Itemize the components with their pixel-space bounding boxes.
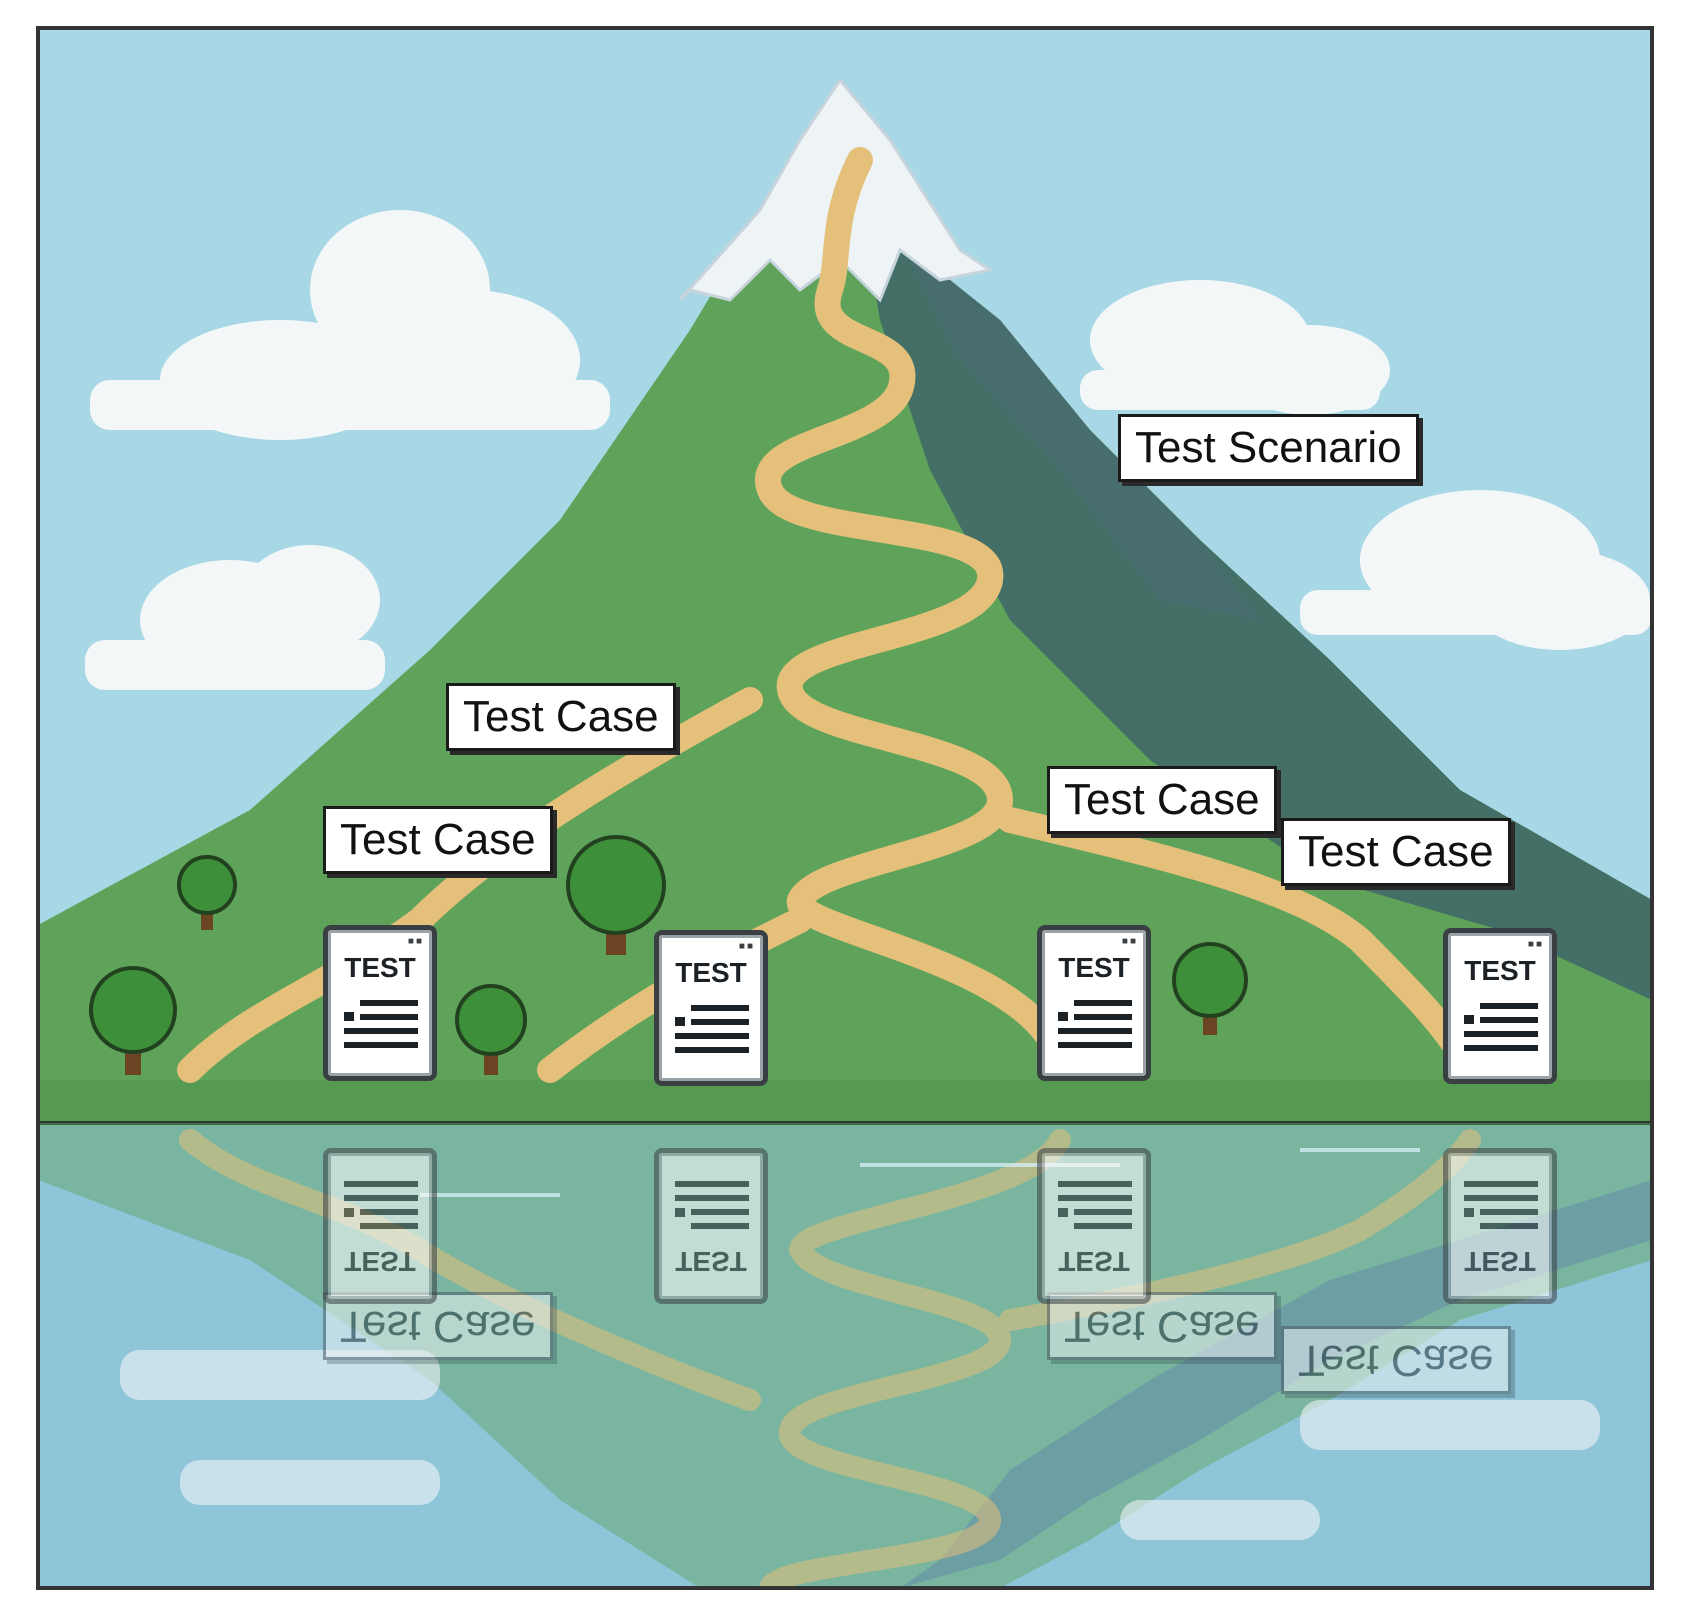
document-title: TEST <box>1058 1246 1130 1277</box>
cloud-right-lower <box>1300 490 1652 650</box>
tree-5 <box>1172 942 1248 1035</box>
label-test-case-1: Test Case <box>446 683 676 751</box>
tree-1 <box>89 966 177 1075</box>
test-document-3: ■■ TEST <box>1037 925 1151 1081</box>
reflection-document-2: TEST <box>654 1148 768 1304</box>
tree-2 <box>177 855 237 930</box>
cloud-left-lower <box>85 545 385 690</box>
mountain-rock-shadow <box>900 240 1260 620</box>
document-title: TEST <box>1058 952 1130 983</box>
label-test-case-3: Test Case <box>1047 766 1277 834</box>
window-dots-icon: ■■ <box>407 936 424 947</box>
reflection-document-3: TEST <box>1037 1148 1151 1304</box>
document-title: TEST <box>675 957 747 988</box>
document-title: TEST <box>1464 955 1536 986</box>
trail-left-outer <box>177 687 763 1083</box>
cloud-reflections <box>120 1350 1600 1540</box>
document-title: TEST <box>344 1246 416 1277</box>
label-test-case-4: Test Case <box>1281 818 1511 886</box>
frame-border <box>36 26 1654 1590</box>
test-document-1: ■■ TEST <box>323 925 437 1081</box>
reflection-label-test-case-4: Test Case <box>1281 1326 1511 1394</box>
tree-3 <box>455 984 527 1075</box>
document-title: TEST <box>344 952 416 983</box>
label-test-scenario: Test Scenario <box>1118 414 1419 482</box>
window-dots-icon: ■■ <box>1527 939 1544 950</box>
test-document-4: ■■ TEST <box>1443 928 1557 1084</box>
cloud-left-upper <box>90 210 610 440</box>
reflection-document-4: TEST <box>1443 1148 1557 1304</box>
document-title: TEST <box>675 1246 747 1277</box>
label-test-case-2: Test Case <box>323 806 553 874</box>
window-dots-icon: ■■ <box>1121 936 1138 947</box>
trail-right <box>997 807 1483 1083</box>
grass-base <box>38 1080 1652 1123</box>
tree-4 <box>566 835 666 955</box>
window-dots-icon: ■■ <box>738 941 755 952</box>
main-trail <box>755 147 1073 1073</box>
document-title: TEST <box>1464 1246 1536 1277</box>
cloud-right-upper <box>1080 280 1390 415</box>
reflection-document-1: TEST <box>323 1148 437 1304</box>
test-document-2: ■■ TEST <box>654 930 768 1086</box>
